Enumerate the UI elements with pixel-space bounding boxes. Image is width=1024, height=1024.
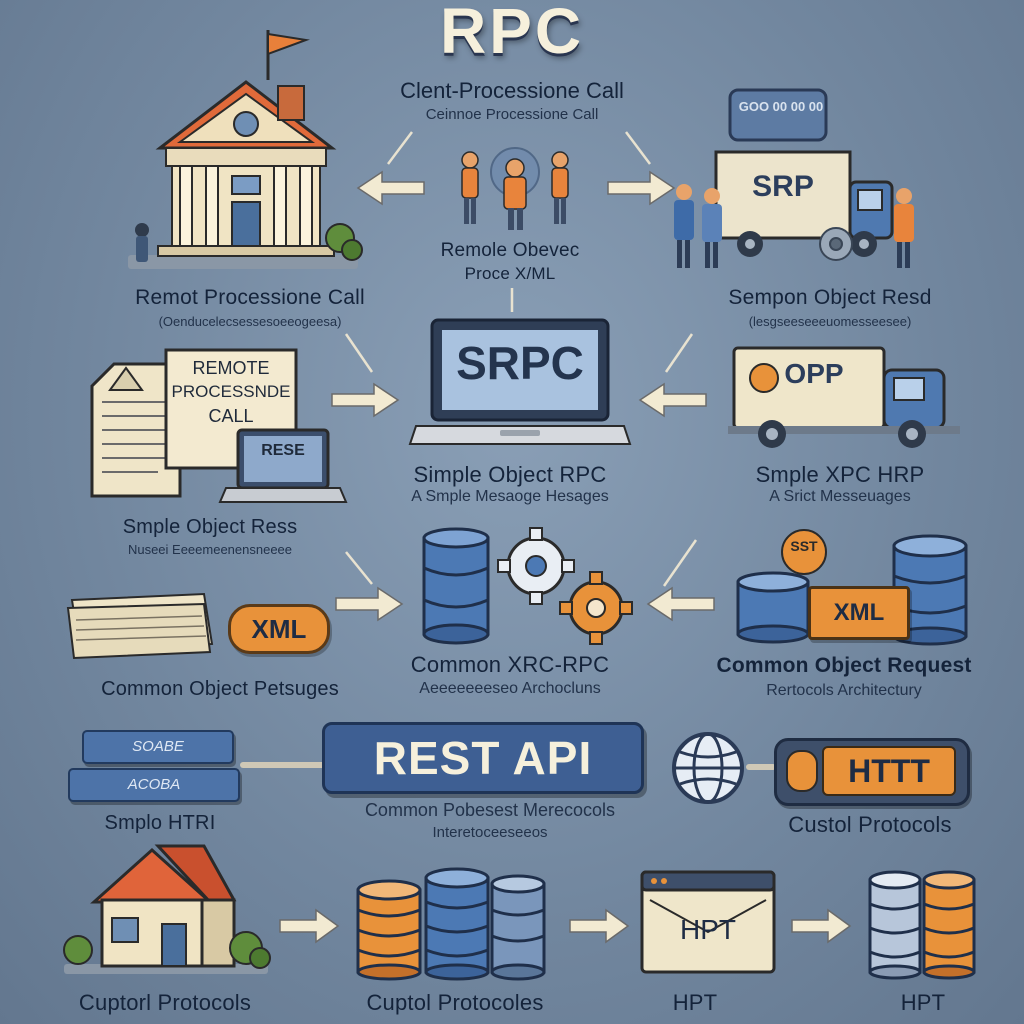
row1-right-caption-sub: (lesgseeseeeuomesseesee) [748, 314, 912, 329]
database-gears-icon [422, 527, 633, 645]
house-icon [63, 844, 271, 974]
connector-line-right [746, 764, 776, 770]
subtitle-sub: Ceinnoe Processione Call [425, 106, 599, 123]
laptop-screen-label: RESE [261, 442, 305, 459]
row4-right-caption: Custol Protocols [788, 812, 952, 837]
arrow-row3-left [335, 586, 404, 622]
center-top-caption: Remole Obevec [440, 240, 580, 261]
row4-center-caption-sub: Interetoceeseeos [432, 824, 548, 841]
arrow-row3-right [646, 586, 715, 622]
cargo-truck-icon [728, 346, 960, 448]
database-pair-icon [868, 870, 976, 980]
row1-left-caption: Remot Processione Call [135, 286, 365, 309]
arrow-row5-3 [791, 908, 852, 944]
people-group-icon [461, 147, 569, 230]
database-stack-icon [356, 867, 546, 981]
center-screen-label: SRPC [456, 337, 584, 389]
row2-right-caption-sub: A Srict Messeuages [769, 488, 911, 505]
row2-left-caption-sub: Nuseei Eeeemeenensneeee [127, 542, 293, 557]
row1-left-caption-sub: (Oenducelecsessesoeeogeesa) [158, 314, 342, 329]
bank-building-icon [128, 30, 363, 269]
row5-caption-2: Cuptol Protocoles [366, 990, 544, 1015]
row3-center-caption-sub: Aeeeeeeeseo Archocluns [419, 680, 601, 697]
arrow-row2-left [331, 382, 400, 418]
right-box-label: GOO 00 00 00 [738, 99, 824, 114]
row1-right-caption: Sempon Object Resd [728, 286, 932, 309]
center-top-caption-sub: Proce X/ML [464, 264, 556, 283]
xml-badge-right: XML [808, 586, 910, 640]
row2-center-caption-sub: A Smple Mesaoge Hesages [411, 488, 609, 505]
row2-left-caption: Smple Object Ress [122, 516, 298, 538]
connector-line [240, 762, 326, 768]
document-laptop-icon [90, 348, 348, 503]
arrow-row1-right [607, 170, 676, 206]
truck-sign-srp: SRP [752, 170, 814, 203]
row5-caption-3: HPT [672, 990, 718, 1015]
row5-caption-1: Cuptorl Protocols [78, 990, 252, 1015]
arrow-row2-right [638, 382, 707, 418]
delivery-truck-icon [674, 88, 914, 268]
subtitle: Clent-Processione Call [400, 78, 624, 103]
arrow-row1-left [356, 170, 425, 206]
http-label: HTTT [822, 746, 956, 796]
row3-left-caption: Common Object Petsuges [101, 678, 339, 700]
laptop-icon [408, 318, 632, 445]
soap-bar: SOABE [82, 730, 234, 764]
browser-window-icon [640, 870, 776, 974]
row2-right-caption: Smple XPC HRP [755, 462, 925, 487]
http-key-icon [786, 750, 818, 792]
globe-icon [672, 732, 744, 804]
arrow-row5-2 [569, 908, 630, 944]
row3-right-caption-sub: Rertocols Architectury [766, 682, 922, 699]
row5-caption-4: HPT [900, 990, 946, 1015]
sst-badge: SST [790, 538, 818, 554]
row3-center-caption: Common XRC-RPC [410, 652, 610, 677]
row2-center-caption: Simple Object RPC [413, 462, 607, 487]
arrow-row5-1 [279, 908, 340, 944]
corba-bar: ACOBA [68, 768, 240, 802]
row4-left-caption: Smplo HTRI [104, 812, 216, 834]
doc-line-3: CALL [208, 406, 254, 426]
truck-sign-opp: OPP [784, 358, 844, 389]
row3-right-caption: Common Object Request [716, 654, 972, 677]
doc-line-1: REMOTE [192, 358, 270, 378]
rest-api-label: REST API [322, 722, 644, 794]
diagram-title: RPC [439, 0, 585, 67]
browser-screen-label: HPT [680, 914, 736, 945]
xml-badge-left: XML [228, 604, 330, 654]
paper-stack-icon [66, 592, 214, 660]
row4-center-caption: Common Pobesest Merecocols [364, 800, 616, 820]
doc-line-2: PROCESSNDE [171, 382, 291, 401]
